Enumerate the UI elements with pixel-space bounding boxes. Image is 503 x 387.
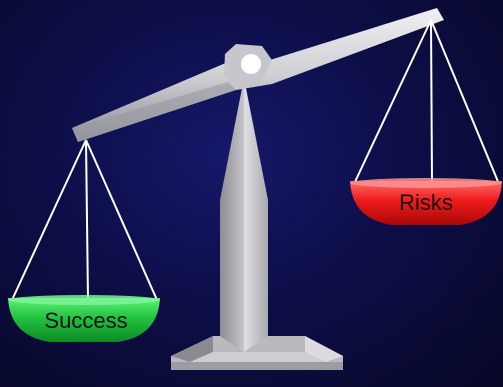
- right-pan: [350, 178, 502, 225]
- left-pan-strings: [11, 139, 158, 301]
- scale-beam: [72, 8, 444, 142]
- scale-pillar: [220, 78, 268, 352]
- risks-label: Risks: [399, 190, 453, 215]
- left-pan: [8, 295, 160, 342]
- scale-base: [171, 336, 343, 370]
- right-pan-strings: [353, 19, 500, 185]
- pivot-point: [241, 54, 261, 74]
- success-label: Success: [44, 308, 128, 333]
